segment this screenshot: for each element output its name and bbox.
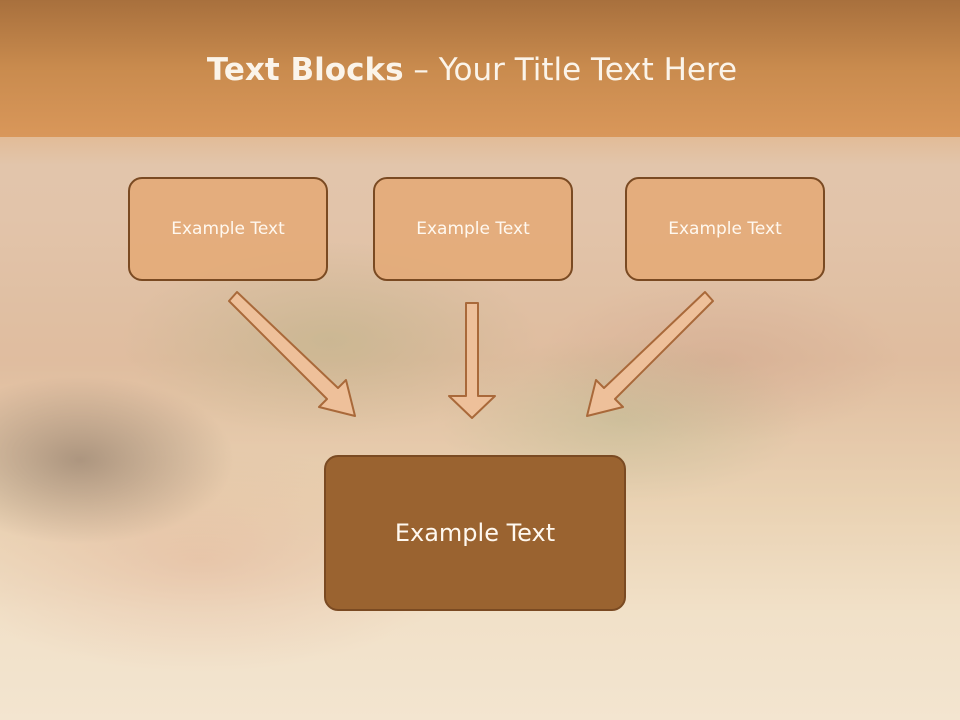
text-block-right[interactable]: Example Text (625, 177, 825, 281)
arrow-down-icon (448, 302, 496, 419)
text-block-right-label: Example Text (668, 219, 782, 239)
text-block-middle[interactable]: Example Text (373, 177, 573, 281)
title-bar-shadow (0, 137, 960, 165)
text-block-center-label: Example Text (394, 519, 556, 547)
text-block-middle-label: Example Text (416, 219, 530, 239)
text-block-left[interactable]: Example Text (128, 177, 328, 281)
text-block-left-label: Example Text (171, 219, 285, 239)
arrow-down-left-icon (586, 291, 714, 417)
text-block-center[interactable]: Example Text (324, 455, 626, 611)
title-bold: Text Blocks (206, 52, 404, 88)
title-rest: – Your Title Text Here (403, 52, 738, 88)
title-bar (0, 0, 960, 137)
slide-title[interactable]: Text Blocks – Your Title Text Here (0, 52, 944, 88)
arrow-down-right-icon (228, 291, 356, 417)
